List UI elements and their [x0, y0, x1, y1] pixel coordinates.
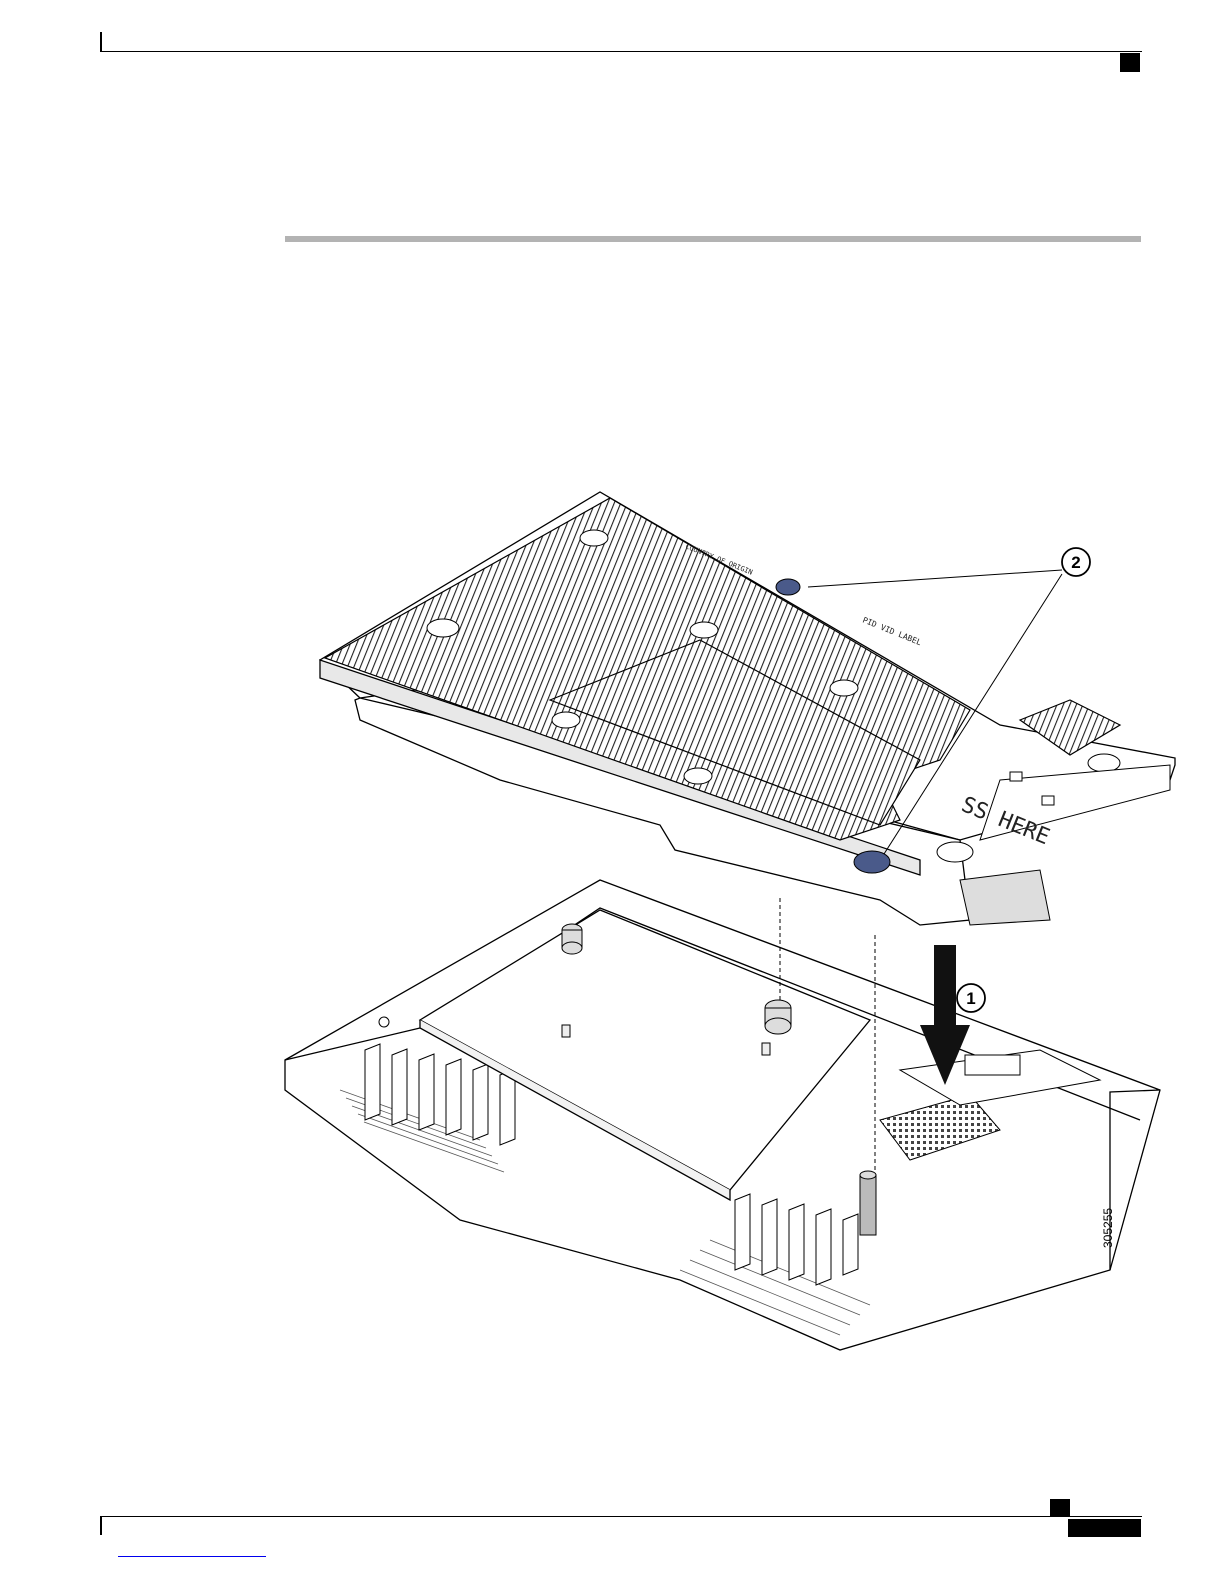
footer-link-underline[interactable] — [118, 1556, 266, 1557]
footer-page-tab — [1068, 1519, 1141, 1537]
svg-text:2: 2 — [1071, 553, 1080, 572]
callout-1: 1 — [957, 984, 985, 1012]
header-rule — [100, 51, 1142, 52]
header-corner-marker — [1120, 53, 1140, 72]
figure-id: 305255 — [1101, 1208, 1115, 1248]
footer-rule — [100, 1516, 1142, 1517]
svg-text:PID VID LABEL: PID VID LABEL — [861, 616, 923, 648]
mezzanine-install-illustration: COUNTRY OF ORIGIN PID VID LABEL SS HERE … — [280, 480, 1180, 1370]
header-tick-mark — [100, 32, 102, 52]
svg-text:1: 1 — [966, 989, 975, 1008]
section-divider — [285, 236, 1141, 242]
footer-tick-mark — [100, 1516, 102, 1535]
footer-corner-marker — [1050, 1499, 1070, 1516]
